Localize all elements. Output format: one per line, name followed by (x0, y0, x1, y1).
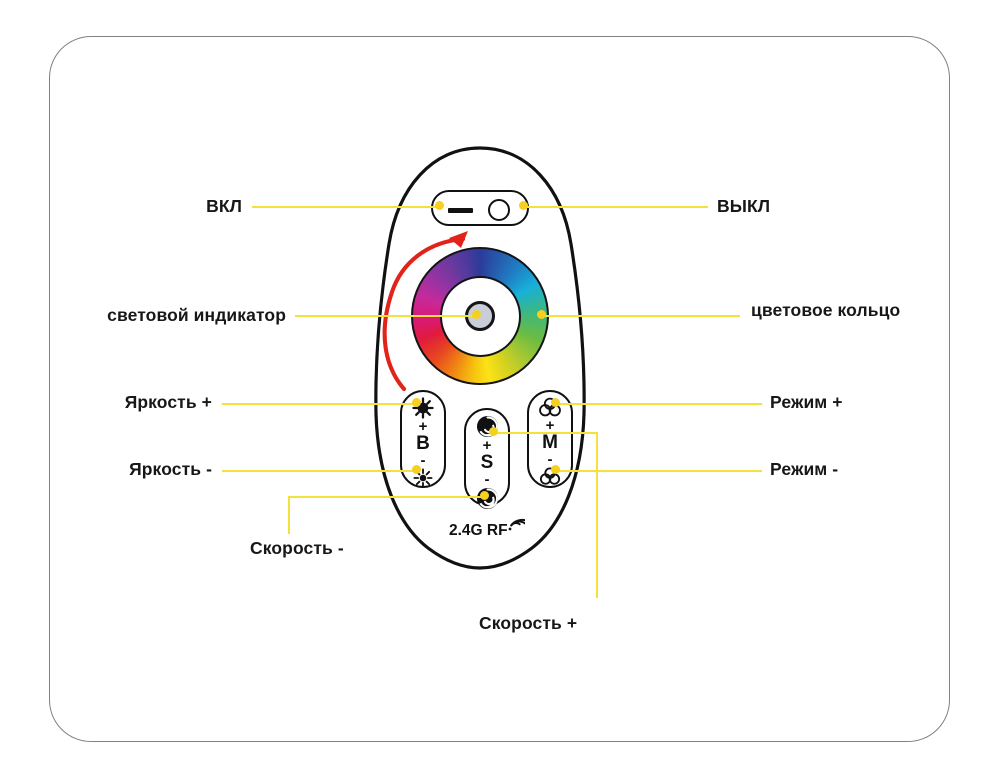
sun-small-icon[interactable] (413, 468, 433, 488)
power-dash-icon (448, 207, 473, 213)
leader-light-indicator (295, 314, 477, 317)
label-mode-down: Режим - (770, 459, 839, 479)
anchor-color-ring (537, 310, 546, 319)
label-brightness-up: Яркость + (124, 392, 212, 412)
leader-mode-up (556, 402, 762, 405)
anchor-power-on (435, 201, 444, 210)
brightness-letter: B (416, 433, 430, 454)
power-circle-icon (488, 199, 510, 221)
anchor-mode-down (551, 465, 560, 474)
brightness-button[interactable]: + B - (400, 390, 446, 488)
leader-mode-down (556, 469, 762, 472)
label-light-indicator: световой индикатор (107, 305, 286, 325)
anchor-power-off (519, 201, 528, 210)
anchor-brightness-up (412, 398, 421, 407)
anchor-mode-up (551, 398, 560, 407)
label-power-off: ВЫКЛ (717, 196, 771, 216)
anchor-speed-down (480, 491, 489, 500)
label-color-ring: цветовое кольцо (751, 300, 901, 320)
leader-power-on (252, 205, 439, 208)
rotation-arc (382, 236, 466, 392)
label-mode-up: Режим + (770, 392, 843, 412)
power-button[interactable] (431, 190, 529, 226)
leader-brightness-up (222, 402, 418, 405)
brightness-minus-sign[interactable]: - (420, 452, 426, 469)
sun-full-icon[interactable] (412, 397, 434, 419)
anchor-brightness-down (412, 465, 421, 474)
brightness-plus-sign[interactable]: + (418, 418, 428, 435)
rf-label: 2.4G RF (449, 522, 508, 539)
leader-power-off (524, 205, 708, 208)
rf-badge: 2.4G RF (449, 518, 532, 540)
leader-speed-up-h (494, 431, 598, 434)
leader-color-ring (542, 314, 740, 317)
label-power-on: ВКЛ (206, 196, 242, 216)
anchor-speed-up (489, 427, 498, 436)
leader-speed-down-v (288, 495, 291, 534)
mode-minus-sign[interactable]: - (547, 451, 553, 468)
rotation-arrowhead (449, 231, 468, 248)
mode-button[interactable]: + M - (527, 390, 573, 488)
label-speed-up: Скорость + (479, 613, 578, 633)
label-brightness-down: Яркость - (129, 459, 212, 479)
speed-minus-sign[interactable]: - (484, 471, 490, 488)
leader-speed-down-h (288, 495, 485, 498)
mode-plus-sign[interactable]: + (545, 417, 555, 434)
signal-waves-icon (507, 515, 532, 538)
mode-letter: M (542, 432, 558, 453)
speed-plus-sign[interactable]: + (482, 437, 492, 454)
label-speed-down: Скорость - (250, 538, 344, 558)
speed-letter: S (480, 452, 494, 473)
leader-brightness-down (222, 469, 418, 472)
anchor-light-indicator (472, 310, 481, 319)
leader-speed-up-v (595, 431, 598, 598)
